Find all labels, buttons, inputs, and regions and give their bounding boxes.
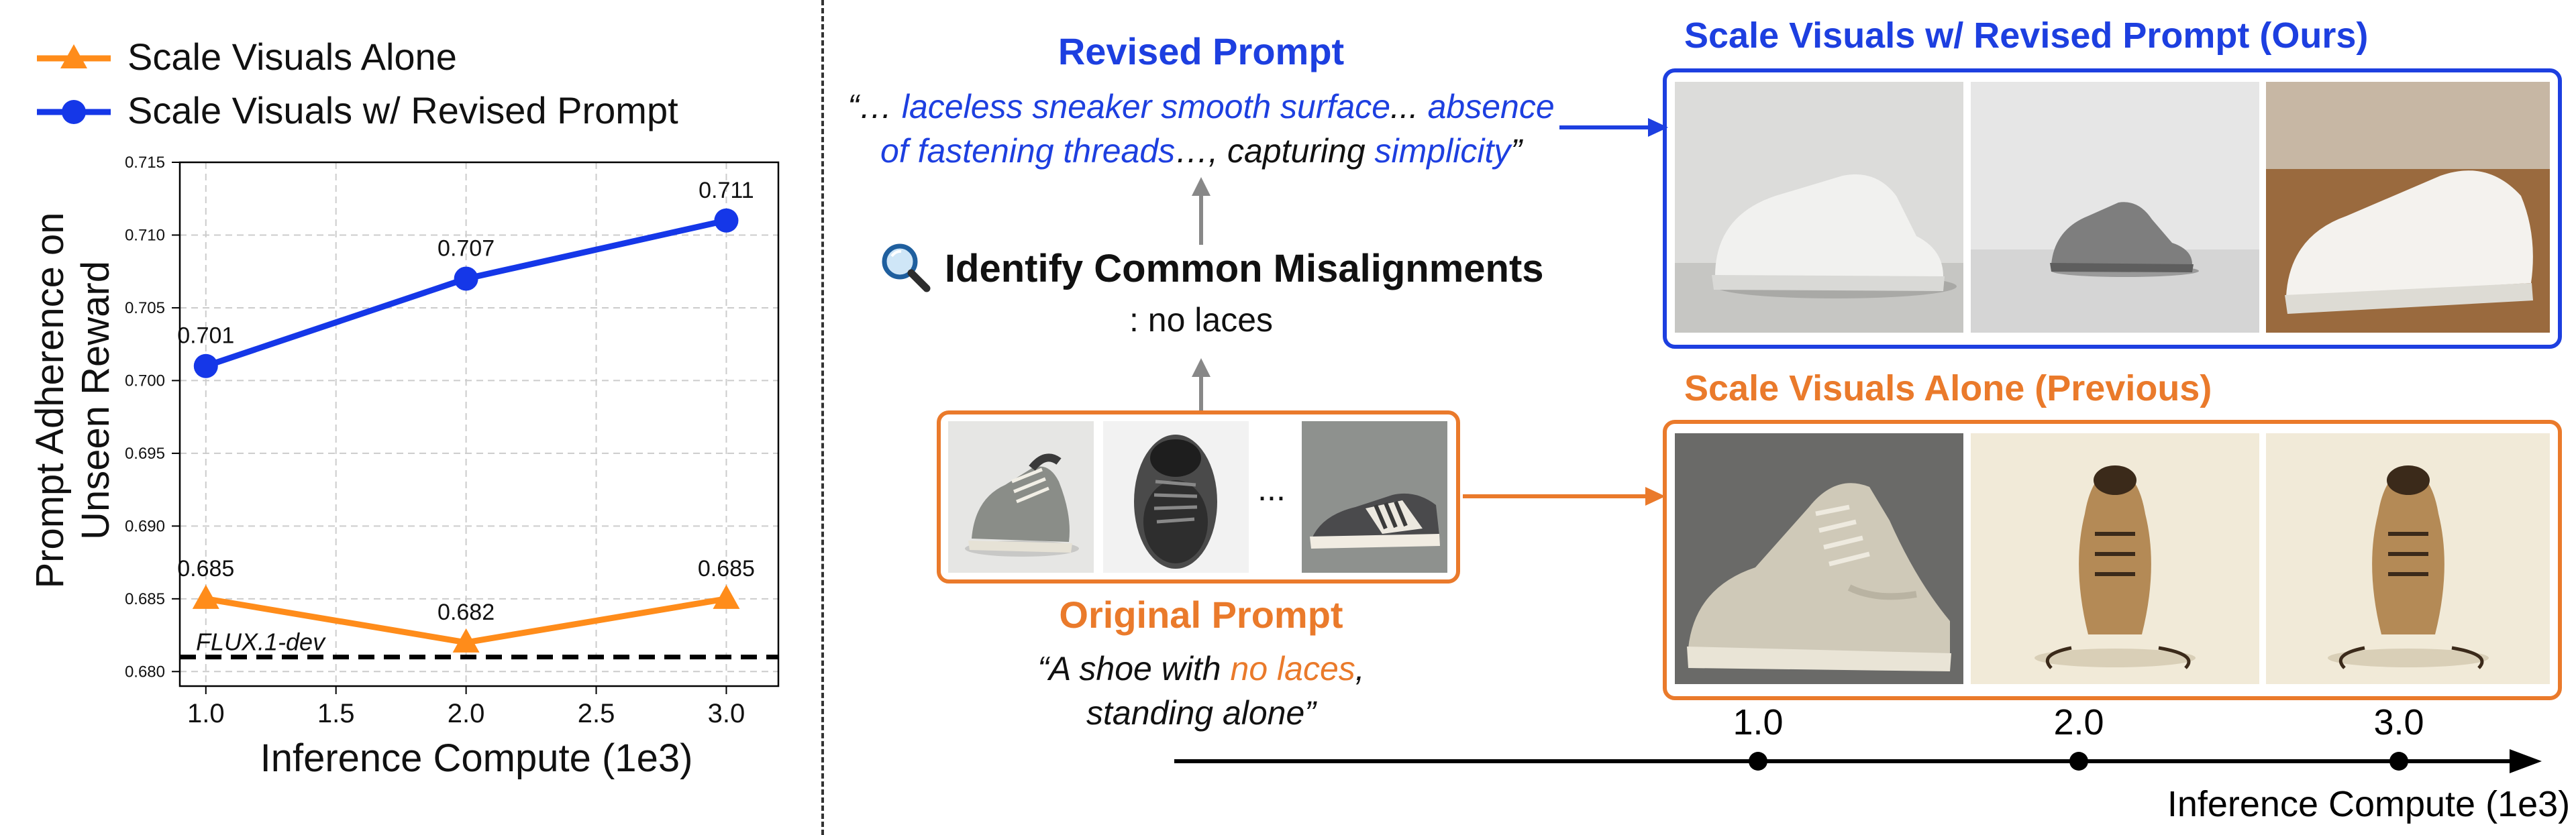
quote-open: “… [847, 88, 902, 125]
data-label: 0.711 [699, 178, 754, 203]
images-ellipsis: ... [1257, 470, 1286, 508]
highlight-no-laces: no laces [1230, 650, 1355, 687]
revised-line-2: of fastening threads…, capturing simplic… [820, 129, 1582, 173]
original-open: “A shoe with [1037, 650, 1231, 687]
previous-title: Scale Visuals Alone (Previous) [1684, 368, 2212, 408]
previous-shoe-image-3 [2266, 433, 2550, 684]
series-point-0 [452, 628, 480, 653]
series-point-1 [193, 353, 218, 378]
quote-mid-2: …, capturing [1175, 132, 1375, 170]
x-tick-label: 2.0 [448, 699, 485, 728]
compute-axis-label: Inference Compute (1e3) [2167, 784, 2570, 824]
revised-line-1: “… laceless sneaker smooth surface... ab… [820, 85, 1582, 129]
y-tick-label: 0.695 [125, 445, 165, 463]
compute-tick-dot-2 [2069, 752, 2088, 771]
chart-legend: Scale Visuals Alone Scale Visuals w/ Rev… [37, 36, 678, 131]
compute-tick-label-3: 3.0 [2373, 702, 2424, 742]
ours-title: Scale Visuals w/ Revised Prompt (Ours) [1684, 15, 2369, 56]
identify-subtitle: : no laces [1129, 301, 1273, 339]
highlight-absence: absence [1427, 88, 1555, 125]
compute-axis: 1.0 2.0 3.0 Inference Compute (1e3) [1174, 702, 2570, 824]
ours-images-frame [1663, 68, 2562, 349]
data-label: 0.707 [437, 236, 495, 262]
baseline-label: FLUX.1-dev [196, 628, 326, 656]
original-shoe-image-2 [1103, 421, 1249, 573]
original-prompt-text: “A shoe with no laces, standing alone” [933, 647, 1470, 735]
magnifying-glass-icon [878, 240, 932, 297]
quote-mid: ... [1390, 88, 1428, 125]
ours-shoe-image-1 [1675, 82, 1963, 333]
series-point-0 [713, 584, 740, 609]
y-tick-label: 0.690 [125, 517, 165, 535]
series-point-1 [454, 266, 478, 291]
original-line-1: “A shoe with no laces, [933, 647, 1470, 691]
original-comma: , [1355, 650, 1365, 687]
arrow-up-top [1192, 177, 1210, 245]
data-label: 0.685 [698, 556, 755, 581]
legend-item-revised: Scale Visuals w/ Revised Prompt [37, 89, 678, 131]
arrow-to-ours [1559, 118, 1668, 137]
section-divider [821, 0, 824, 835]
series-point-0 [192, 584, 219, 609]
data-label: 0.685 [177, 556, 234, 581]
arrow-up-bottom [1192, 358, 1210, 412]
y-tick-label: 0.710 [125, 226, 165, 244]
data-label: 0.682 [437, 600, 495, 625]
x-tick-label: 1.5 [317, 699, 355, 728]
x-tick-label: 2.5 [578, 699, 615, 728]
y-axis-label-line: Unseen Reward [74, 261, 117, 540]
plot-area: 0.680 0.685 0.690 0.695 0.700 0.705 0.710 0.715… [125, 154, 780, 728]
identify-title: Identify Common Misalignments [944, 247, 1544, 290]
highlight-laceless: laceless sneaker smooth surface [901, 88, 1391, 125]
plot-frame [178, 161, 780, 687]
series-point-1 [714, 208, 739, 233]
x-tick-label: 3.0 [708, 699, 745, 728]
legend-label-revised: Scale Visuals w/ Revised Prompt [127, 89, 678, 131]
highlight-simplicity: simplicity [1374, 132, 1511, 170]
line-chart: Scale Visuals Alone Scale Visuals w/ Rev… [28, 36, 780, 780]
highlight-fastening: of fastening threads [880, 132, 1176, 170]
y-axis-label-line: Prompt Adherence on [28, 212, 72, 588]
previous-shoe-image-1 [1675, 433, 1963, 684]
data-label: 0.701 [177, 323, 234, 349]
y-tick-label: 0.705 [125, 299, 165, 317]
original-images-frame [937, 410, 1460, 583]
original-shoe-image-3 [1302, 421, 1447, 573]
original-line-2: standing alone” [1086, 694, 1316, 732]
y-axis-label: Prompt Adherence onUnseen Reward [28, 212, 117, 588]
legend-label-alone: Scale Visuals Alone [127, 36, 457, 78]
y-tick-label: 0.685 [125, 590, 165, 608]
quote-close: ” [1510, 132, 1522, 170]
compute-tick-dot-1 [1749, 752, 1767, 771]
y-tick-label: 0.680 [125, 663, 165, 681]
compute-tick-dot-3 [2389, 752, 2408, 771]
original-shoe-image-1 [948, 421, 1094, 573]
y-tick-label: 0.700 [125, 372, 165, 390]
x-tick-label: 1.0 [187, 699, 225, 728]
previous-images-frame [1663, 420, 2562, 700]
revised-prompt-text: “… laceless sneaker smooth surface... ab… [820, 85, 1582, 173]
arrow-to-previous [1463, 487, 1665, 506]
revised-prompt-title: Revised Prompt [1058, 30, 1345, 72]
ours-shoe-image-3 [2266, 82, 2550, 333]
compute-axis-arrowhead [2510, 749, 2542, 773]
compute-tick-label-1: 1.0 [1733, 702, 1783, 742]
ours-shoe-image-2 [1971, 82, 2259, 333]
x-axis-label: Inference Compute (1e3) [260, 736, 693, 780]
identify-row: Identify Common Misalignments [862, 240, 1560, 297]
compute-tick-label-2: 2.0 [2053, 702, 2104, 742]
legend-item-alone: Scale Visuals Alone [37, 36, 457, 78]
original-prompt-title: Original Prompt [1059, 594, 1343, 636]
y-tick-label: 0.715 [125, 154, 165, 172]
previous-shoe-image-2 [1971, 433, 2259, 684]
